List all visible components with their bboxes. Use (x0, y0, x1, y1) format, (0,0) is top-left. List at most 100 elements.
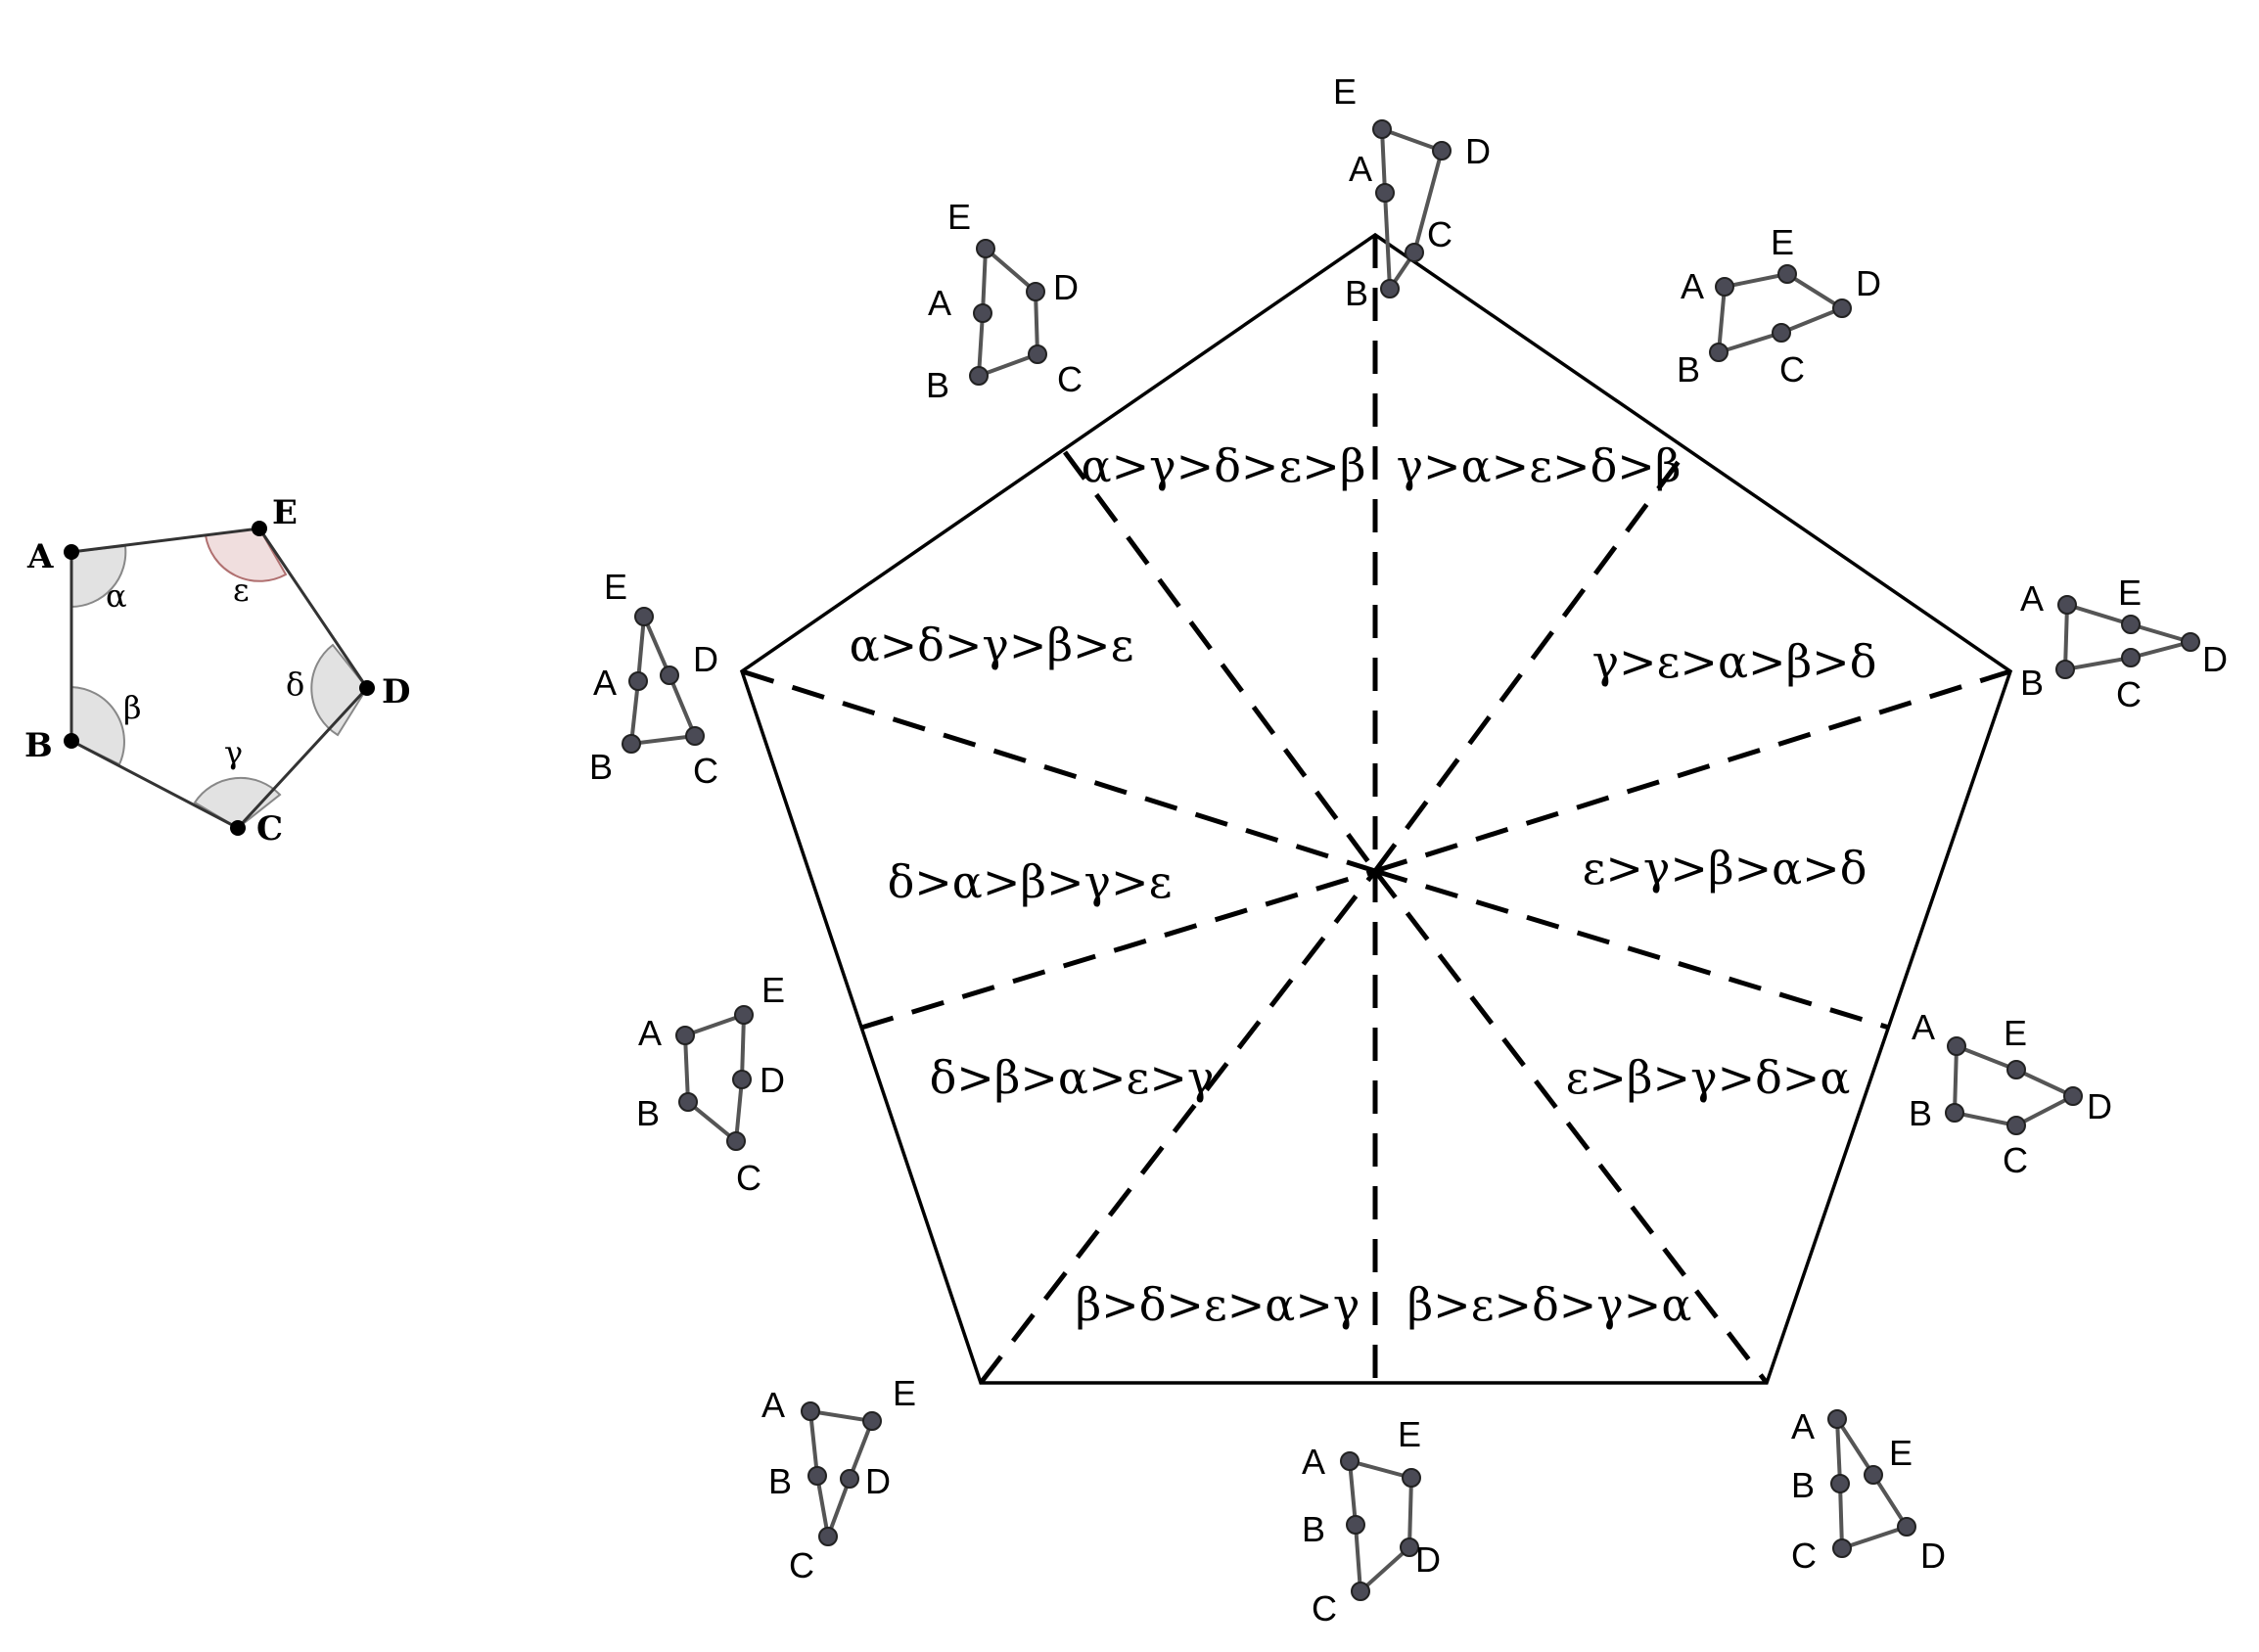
angle-label-alpha: α (106, 577, 127, 615)
shape-label: B (1909, 1093, 1932, 1133)
shape-left-lower: A E B D C (636, 970, 785, 1198)
angle-label-epsilon: ε (233, 572, 250, 609)
divider-line (979, 869, 1377, 1385)
shape-label: E (1771, 222, 1794, 262)
divider-line (1062, 450, 1378, 873)
vertex-label-b: B (24, 726, 53, 765)
shape-label: A (1912, 1007, 1935, 1047)
shape-label: B (1302, 1509, 1325, 1549)
shape-label: E (893, 1373, 916, 1413)
shape-label: B (768, 1461, 792, 1501)
reference-pentagon-outline (69, 527, 369, 830)
angle-epsilon-arc (204, 527, 288, 582)
angle-alpha-arc (70, 544, 127, 609)
shape-label: D (1856, 263, 1881, 303)
shape-label: C (1779, 349, 1805, 390)
shape-label: D (865, 1461, 891, 1501)
vertex-dot (64, 733, 79, 749)
region-label: δ>α>β>γ>ε (888, 855, 1173, 908)
shape-label: C (2003, 1140, 2028, 1180)
shape-label: B (636, 1093, 660, 1133)
shape-label: D (2202, 639, 2228, 679)
region-label: ε>γ>β>α>δ (1583, 842, 1867, 895)
region-labels: α>γ>δ>ε>β γ>α>ε>δ>β γ>ε>α>β>δ ε>γ>β>α>δ … (850, 439, 1877, 1331)
shape-label: B (926, 365, 949, 405)
vertex-label-e: E (272, 493, 298, 532)
shape-label: A (1302, 1442, 1325, 1482)
shape-label: B (1345, 273, 1368, 313)
shape-label: A (1349, 149, 1372, 189)
angle-beta-arc (70, 685, 125, 766)
shape-label: B (1791, 1465, 1815, 1505)
shape-label: D (2087, 1086, 2112, 1126)
shape-label: A (638, 1013, 662, 1053)
vertex-dot (359, 680, 375, 696)
shape-label: E (1398, 1414, 1421, 1454)
shape-label: E (947, 197, 971, 237)
divider-line (1372, 450, 1688, 873)
shape-label: E (604, 567, 627, 607)
shape-label: B (589, 747, 613, 787)
region-label: β>ε>δ>γ>α (1407, 1278, 1692, 1331)
divider-line (1374, 868, 1890, 1031)
shape-label: C (693, 751, 718, 791)
shape-label: D (693, 639, 718, 679)
angle-label-gamma: γ (224, 734, 243, 771)
shape-label: D (1465, 131, 1491, 171)
shape-label: E (1333, 71, 1357, 112)
small-shapes: E D A C B A E D B C A (589, 71, 2228, 1629)
region-label: γ>α>ε>δ>β (1397, 439, 1682, 492)
region-label: ε>β>γ>δ>α (1566, 1051, 1851, 1104)
shape-label: C (2116, 674, 2142, 714)
shape-label: C (789, 1545, 814, 1585)
dashed-dividers (741, 235, 2011, 1385)
shape-top: E D A C B (1333, 71, 1491, 313)
region-label: γ>ε>α>β>δ (1592, 635, 1877, 688)
divider-line (1373, 869, 1769, 1385)
shape-bottom-left: A E B D C (761, 1373, 916, 1585)
divider-line (741, 668, 1376, 874)
shape-upper-right: A E D B C (1677, 222, 1881, 390)
shape-label: E (2004, 1013, 2027, 1053)
region-label: δ>β>α>ε>γ (930, 1051, 1215, 1104)
shape-left-upper: E A D B C (589, 567, 718, 791)
vertex-label-c: C (256, 809, 283, 849)
shape-label: A (2020, 578, 2044, 619)
shape-label: C (736, 1158, 761, 1198)
shape-label: C (1312, 1588, 1337, 1629)
region-label: β>δ>ε>α>γ (1076, 1278, 1360, 1331)
shape-bottom: A E B D C (1302, 1414, 1441, 1629)
shape-label: C (1427, 214, 1452, 254)
shape-label: E (761, 970, 785, 1010)
vertex-label-a: A (26, 537, 54, 576)
shape-label: A (761, 1385, 785, 1425)
shape-label: D (1415, 1539, 1441, 1580)
main-pentagon-outline (739, 232, 2013, 1385)
shape-label: D (1053, 267, 1079, 307)
shape-label: A (593, 663, 617, 703)
shape-label: A (1791, 1406, 1815, 1446)
vertex-label-d: D (382, 672, 410, 711)
shape-label: A (928, 283, 951, 323)
angle-label-delta: δ (286, 665, 304, 703)
shape-label: E (1889, 1433, 1913, 1473)
vertex-dot (64, 544, 79, 560)
vertex-dot (230, 820, 246, 836)
shape-lower-right: A E D B C (1909, 1007, 2112, 1180)
divider-line (1374, 668, 2011, 874)
shape-label: B (2020, 663, 2044, 703)
main-pentagon: α>γ>δ>ε>β γ>α>ε>δ>β γ>ε>α>β>δ ε>γ>β>α>δ … (739, 232, 2013, 1385)
divider-line (860, 868, 1376, 1031)
shape-label: C (1057, 359, 1083, 399)
region-label: α>δ>γ>β>ε (850, 619, 1134, 671)
shape-label: B (1677, 349, 1700, 390)
shape-label: D (1920, 1536, 1946, 1576)
shape-label: C (1791, 1536, 1817, 1576)
shape-bottom-right: A E B D C (1791, 1406, 1946, 1576)
angle-delta-arc (310, 643, 369, 737)
vertex-dot (252, 521, 267, 536)
shape-label: E (2118, 573, 2142, 613)
shape-right: A E D B C (2020, 573, 2228, 714)
shape-label: A (1681, 266, 1704, 306)
